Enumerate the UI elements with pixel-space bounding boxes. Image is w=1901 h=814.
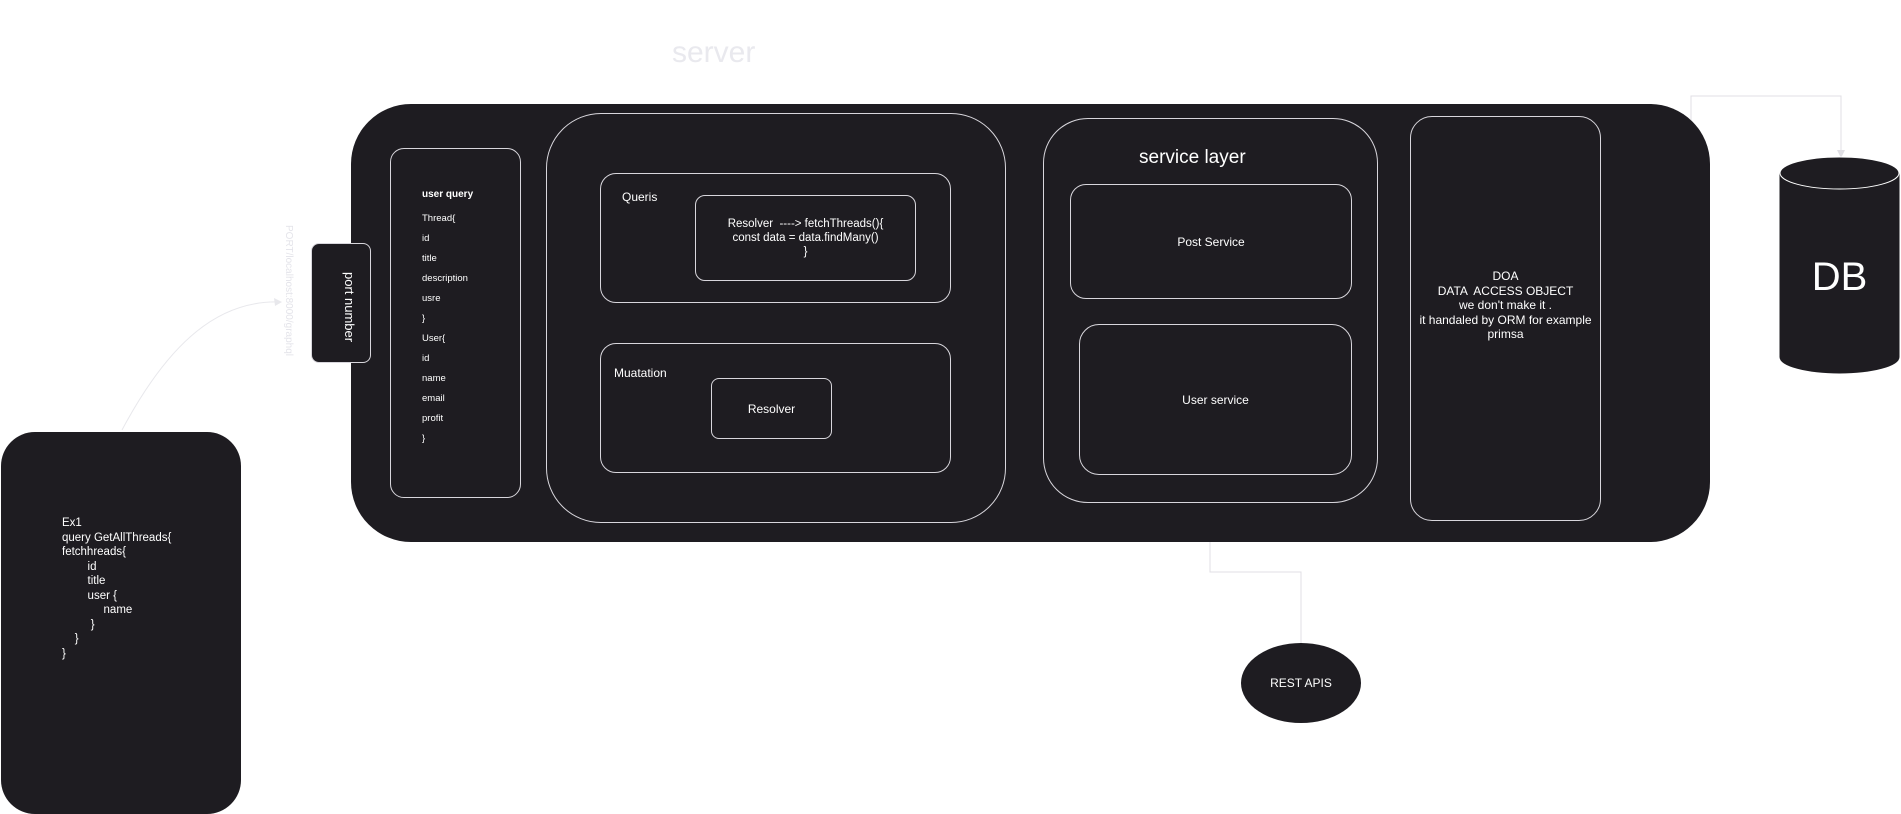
schema-field-line: usre (422, 293, 441, 304)
schema-field-line: id (422, 353, 430, 364)
schema-field-line: User{ (422, 333, 446, 344)
user-service-box: User service (1079, 324, 1352, 475)
resolvers-container (546, 113, 1006, 523)
service-layer-title: service layer (1139, 147, 1246, 168)
post-service-box: Post Service (1070, 184, 1352, 299)
port-number-label: port number (342, 272, 357, 343)
schema-field-line: } (422, 313, 426, 324)
schema-field-line: Thread{ (422, 213, 456, 224)
schema-field-line: name (422, 373, 446, 384)
db-label: DB (1811, 255, 1868, 299)
port-url-label: PORT/localhost:8000/graphql (283, 225, 294, 357)
rest-apis-node: REST APIS (1241, 643, 1361, 723)
schema-box: user query Thread{ id title description usre… (390, 148, 521, 498)
schema-field-line: } (422, 433, 426, 444)
schema-field-line: id (422, 233, 430, 244)
schema-field-line: description (422, 273, 468, 284)
schema-field-line: title (422, 253, 437, 264)
mutation-box: Muatation Resolver (600, 343, 951, 473)
queries-box: Queris Resolver ----> fetchThreads(){ co… (600, 173, 951, 303)
schema-field-line: email (422, 393, 445, 404)
queries-label: Queris (622, 190, 658, 204)
port-number-box: port number (311, 243, 371, 363)
example-query-box: Ex1 query GetAllThreads{ fetchhreads{ id… (1, 432, 241, 814)
db-cylinder (1779, 156, 1900, 374)
server-title: server (672, 36, 756, 69)
schema-fields: Thread{ id title description usre} User{ id nam… (422, 209, 468, 449)
mutation-label: Muatation (614, 366, 667, 380)
mutation-resolver-box: Resolver (711, 378, 832, 439)
schema-title: user query (422, 189, 474, 200)
schema-field-line: profit (422, 413, 444, 424)
service-layer-container: service layer Post Service User service (1043, 118, 1378, 503)
dao-box: DOA DATA ACCESS OBJECT we don't make it … (1410, 116, 1601, 521)
query-resolver-box: Resolver ----> fetchThreads(){ const dat… (695, 195, 916, 281)
example-query-text: Ex1 query GetAllThreads{ fetchhreads{ id… (62, 517, 172, 660)
